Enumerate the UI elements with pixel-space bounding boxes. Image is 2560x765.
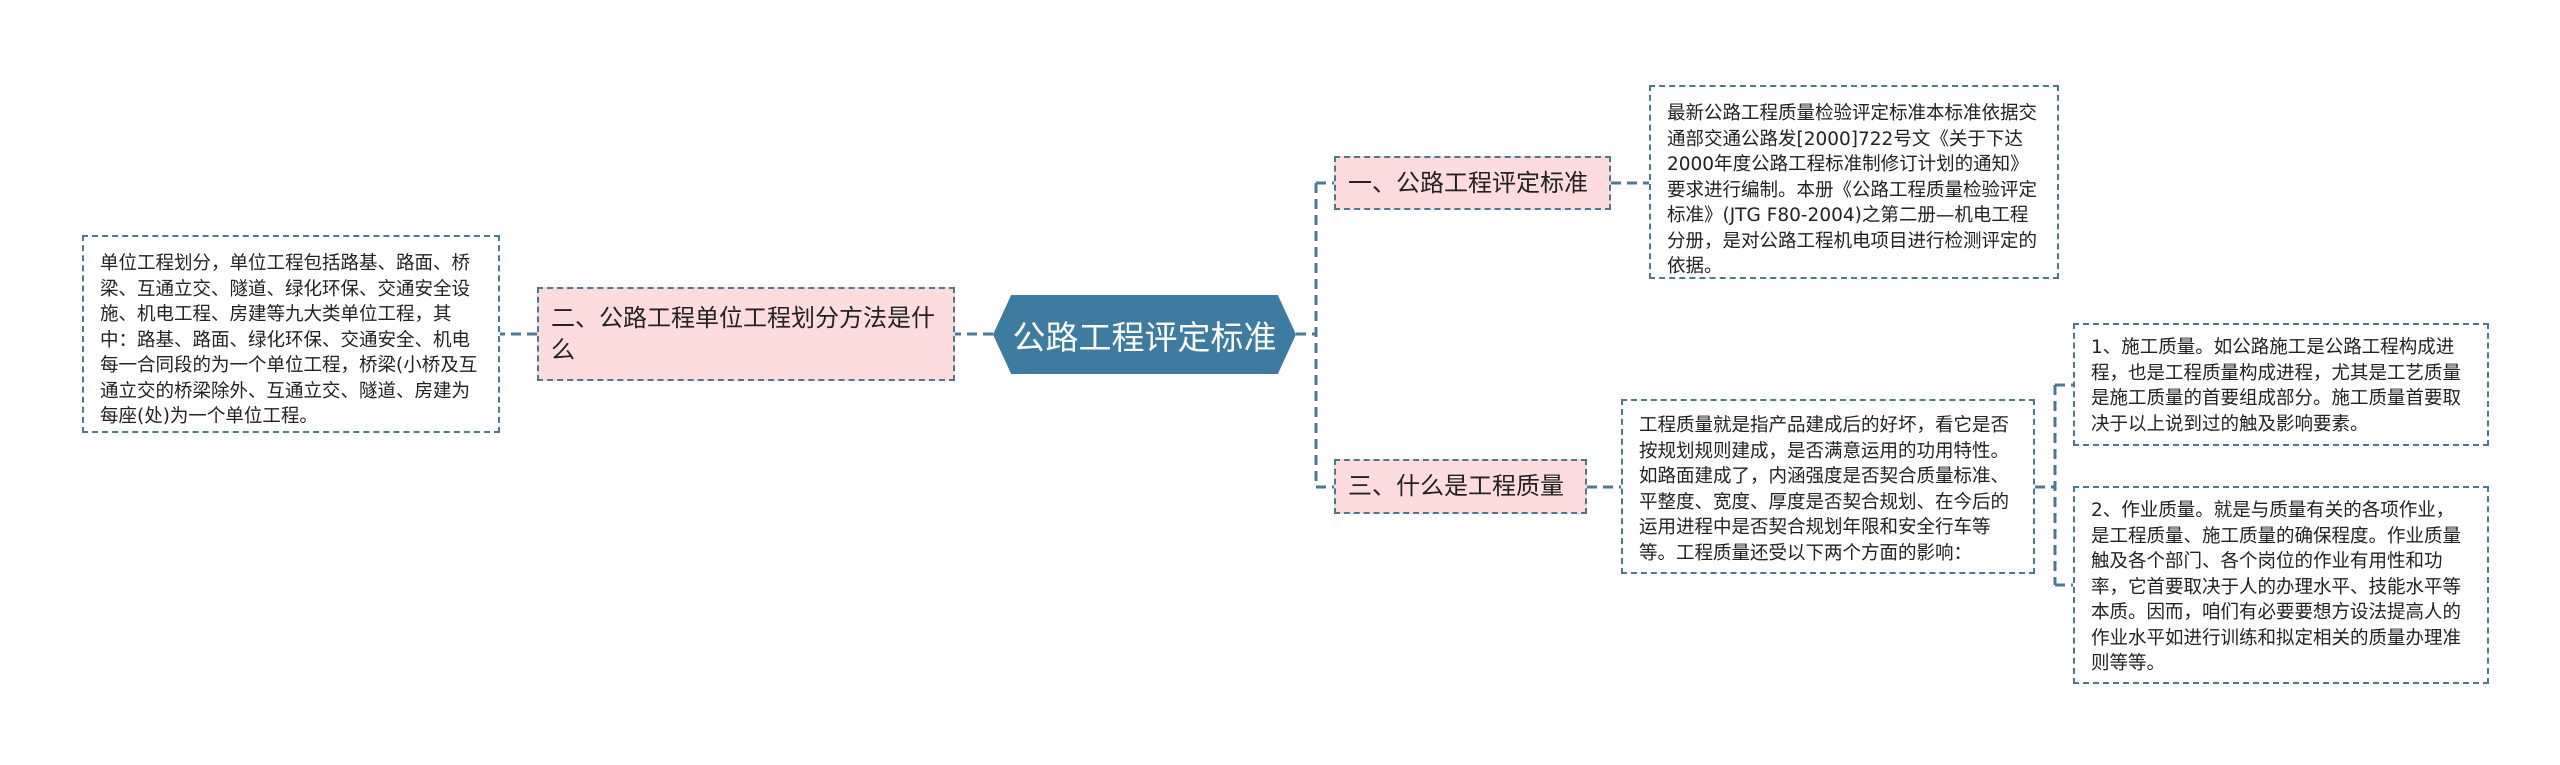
connector-root-branch1-3 [1296,181,1334,489]
branch-node-1[interactable]: 一、公路工程评定标准 [1334,156,1611,210]
branch-node-2[interactable]: 二、公路工程单位工程划分方法是什么 [537,287,955,381]
branch-node-3[interactable]: 三、什么是工程质量 [1334,459,1587,514]
branch-label: 二、公路工程单位工程划分方法是什么 [551,303,935,364]
note-node-2[interactable]: 单位工程划分，单位工程包括路基、路面、桥梁、互通立交、隧道、绿化环保、交通安全设… [82,235,500,433]
root-node[interactable]: 公路工程评定标准 [993,295,1296,374]
connector-note3-children [2035,383,2073,587]
child-note-1[interactable]: 1、施工质量。如公路施工是公路工程构成进程，也是工程质量构成进程，尤其是工艺质量… [2073,323,2489,446]
root-label: 公路工程评定标准 [1012,317,1277,357]
child-note-2[interactable]: 2、作业质量。就是与质量有关的各项作业，是工程质量、施工质量的确保程度。作业质量… [2073,486,2489,684]
note-node-3[interactable]: 工程质量就是指产品建成后的好坏，看它是否按规划规则建成，是否满意运用的功用特性。… [1621,399,2035,574]
note-text: 工程质量就是指产品建成后的好坏，看它是否按规划规则建成，是否满意运用的功用特性。… [1639,415,2010,564]
note-node-1[interactable]: 最新公路工程质量检验评定标准本标准依据交通部交通公路发[2000]722号文《关… [1649,85,2059,279]
branch-label: 一、公路工程评定标准 [1348,168,1588,197]
branch-label: 三、什么是工程质量 [1348,472,1564,501]
note-text: 单位工程划分，单位工程包括路基、路面、桥梁、互通立交、隧道、绿化环保、交通安全设… [100,253,478,427]
note-text: 2、作业质量。就是与质量有关的各项作业，是工程质量、施工质量的确保程度。作业质量… [2091,500,2462,674]
note-text: 最新公路工程质量检验评定标准本标准依据交通部交通公路发[2000]722号文《关… [1667,103,2038,277]
note-text: 1、施工质量。如公路施工是公路工程构成进程，也是工程质量构成进程，尤其是工艺质量… [2091,337,2462,435]
